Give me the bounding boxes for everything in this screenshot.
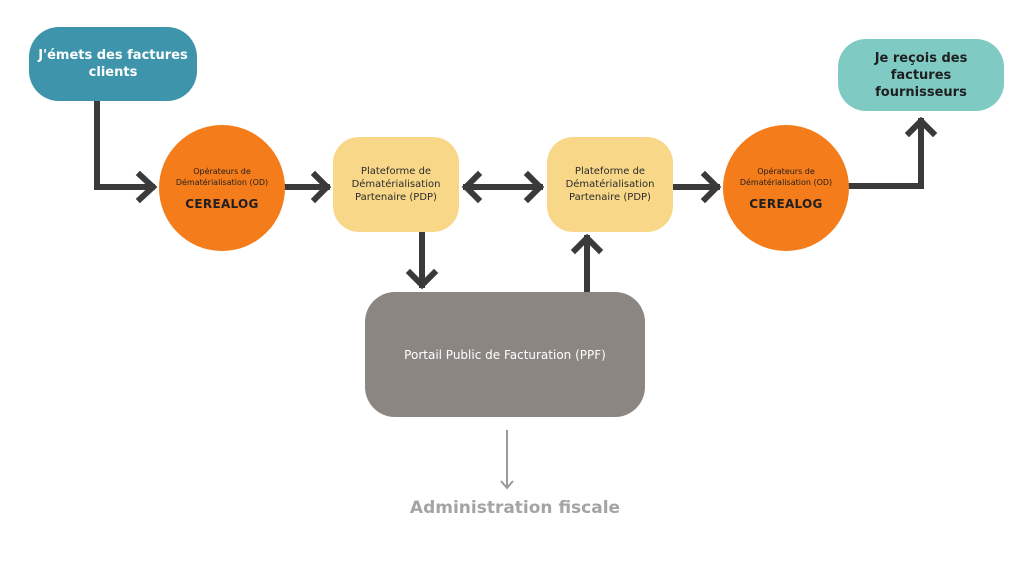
arrow-ppf-to-pdp xyxy=(570,233,604,295)
od-left-brand: CEREALOG xyxy=(185,196,259,211)
pdp-left-label: Plateforme de Dématérialisation Partenai… xyxy=(351,166,441,203)
node-od-right: Opérateurs de Dématérialisation (OD) CER… xyxy=(723,125,849,251)
od-right-label: Opérateurs de Dématérialisation (OD) xyxy=(739,166,833,187)
ppf-label: Portail Public de Facturation (PPF) xyxy=(404,347,606,362)
node-emit-invoices: J'émets des factures clients xyxy=(29,27,197,101)
arrow-pdp-bidirectional xyxy=(461,170,545,204)
node-receive-invoices: Je reçois des factures fournisseurs xyxy=(838,39,1004,111)
arrow-od-to-pdp-left xyxy=(282,170,332,204)
od-right-brand: CEREALOG xyxy=(749,196,823,211)
node-administration-fiscale: Administration fiscale xyxy=(409,498,621,518)
node-pdp-left: Plateforme de Dématérialisation Partenai… xyxy=(333,137,459,232)
node-od-left: Opérateurs de Dématérialisation (OD) CER… xyxy=(159,125,285,251)
arrow-od-to-receive xyxy=(846,116,938,189)
arrow-pdp-to-od-right xyxy=(670,170,722,204)
node-ppf: Portail Public de Facturation (PPF) xyxy=(365,292,645,417)
arrow-ppf-to-admin xyxy=(500,430,514,490)
od-left-label: Opérateurs de Dématérialisation (OD) xyxy=(175,166,269,187)
receive-label: Je reçois des factures fournisseurs xyxy=(874,50,968,100)
arrow-pdp-to-ppf xyxy=(405,229,439,290)
emit-label: J'émets des factures clients xyxy=(38,48,188,80)
arrow-emit-to-od xyxy=(94,98,158,204)
pdp-right-label: Plateforme de Dématérialisation Partenai… xyxy=(565,166,655,203)
node-pdp-right: Plateforme de Dématérialisation Partenai… xyxy=(547,137,673,232)
